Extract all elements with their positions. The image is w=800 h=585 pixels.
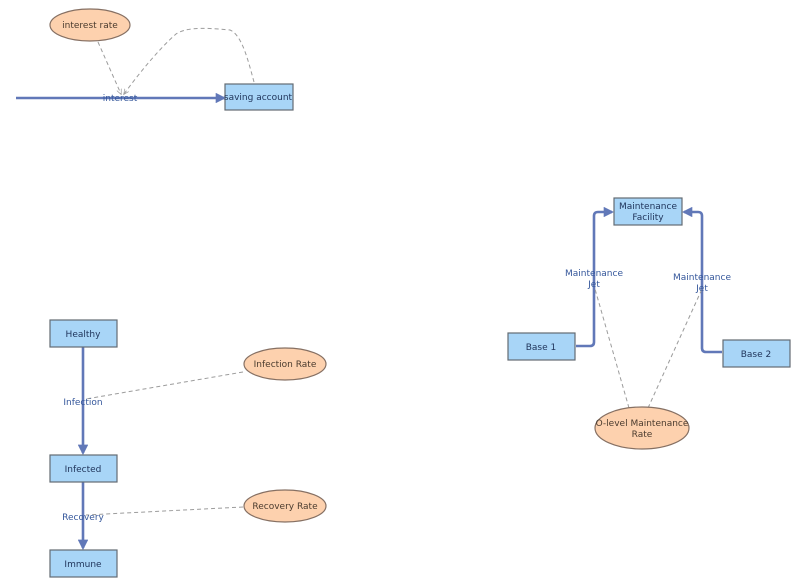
interest-rate-aux[interactable]: interest rate — [49, 8, 131, 42]
maintenance-facility-stock[interactable]: Maintenance Facility — [613, 197, 683, 226]
maintenance-jet-right-flow-label[interactable]: Maintenance Jet — [673, 273, 731, 294]
recovery-rate-link — [85, 506, 244, 516]
infection-rate-label: Infection Rate — [254, 360, 317, 370]
rate-to-right-jet-link — [647, 288, 703, 409]
immune-label: Immune — [64, 560, 102, 570]
maintenance-jet-left-line2: Jet — [587, 280, 600, 290]
healthy-stock[interactable]: Healthy — [49, 319, 118, 348]
olevel-rate-label-line1: O-level Maintenance — [596, 419, 689, 429]
epidemic-model: Healthy Infection Infection Rate Infecte… — [49, 319, 327, 578]
interest-rate-link — [97, 41, 121, 94]
maintenance-jet-right-line2: Jet — [695, 284, 708, 294]
rate-to-left-jet-link — [594, 288, 630, 409]
maintenance-jet-right-line1: Maintenance — [673, 273, 731, 283]
base1-stock[interactable]: Base 1 — [507, 332, 576, 361]
infection-flow-label[interactable]: Infection — [63, 398, 102, 408]
infected-label: Infected — [65, 465, 102, 475]
maintenance-jet-right-arrow — [681, 206, 722, 354]
maintenance-model: Maintenance Facility Maintenance Jet Mai… — [507, 197, 791, 450]
recovery-flow-label[interactable]: Recovery — [62, 513, 104, 523]
base1-label: Base 1 — [526, 343, 557, 353]
maintenance-jet-left-line1: Maintenance — [565, 269, 623, 279]
infection-rate-aux[interactable]: Infection Rate — [243, 347, 327, 381]
saving-account-label: saving account — [224, 93, 293, 103]
saving-account-stock[interactable]: saving account — [224, 83, 294, 111]
maintenance-jet-left-flow-label[interactable]: Maintenance Jet — [565, 269, 623, 290]
olevel-maintenance-rate-aux[interactable]: O-level Maintenance Rate — [594, 406, 690, 450]
base2-stock[interactable]: Base 2 — [722, 339, 791, 368]
recovery-rate-label: Recovery Rate — [252, 502, 318, 512]
healthy-label: Healthy — [66, 330, 102, 340]
base2-label: Base 2 — [741, 350, 772, 360]
savings-model: interest saving account interest rate — [16, 8, 294, 111]
interest-flow-label[interactable]: interest — [103, 94, 138, 104]
maintenance-jet-left-arrow — [576, 206, 615, 348]
olevel-rate-label-line2: Rate — [632, 430, 653, 440]
maintenance-facility-label-line2: Facility — [632, 213, 664, 223]
infected-stock[interactable]: Infected — [49, 454, 118, 483]
saving-account-feedback-link — [124, 27, 255, 94]
infection-rate-link — [85, 371, 244, 400]
recovery-rate-aux[interactable]: Recovery Rate — [243, 489, 327, 523]
maintenance-facility-label-line1: Maintenance — [619, 202, 677, 212]
interest-rate-label: interest rate — [62, 21, 118, 31]
immune-stock[interactable]: Immune — [49, 549, 118, 578]
